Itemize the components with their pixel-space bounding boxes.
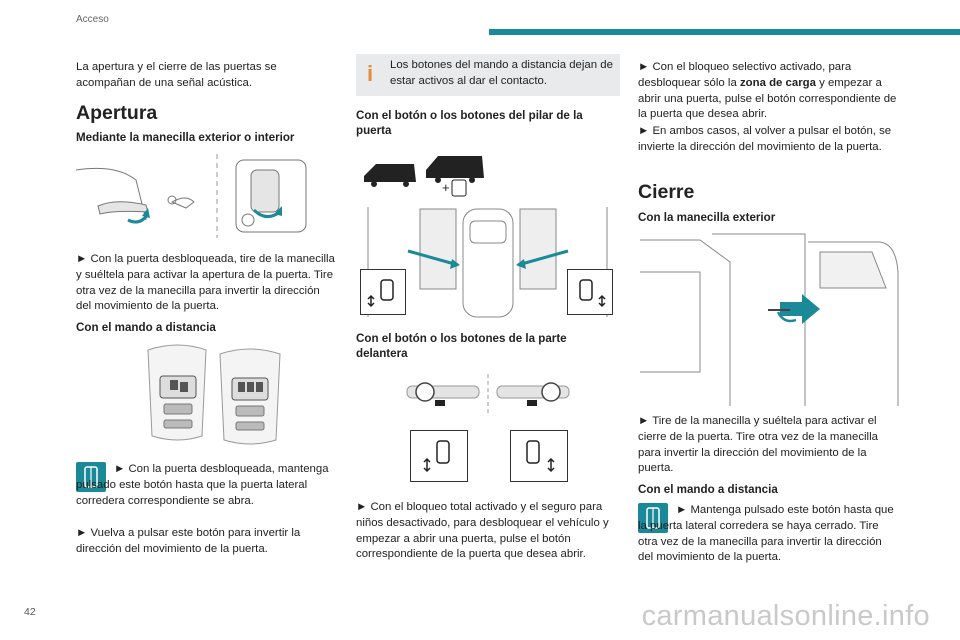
- info-icon: i: [366, 61, 374, 86]
- heading-mando-cierre: Con el mando a distancia: [638, 483, 778, 496]
- info-text-box: Los botones del mando a distancia dejan …: [390, 58, 616, 90]
- door-handle-illustration: [76, 154, 307, 238]
- vans-illustration: +: [364, 156, 484, 197]
- front-right-door-button-icon: [510, 430, 568, 482]
- info-text: Los botones del mando a distancia dejan …: [390, 59, 613, 87]
- heading-manecilla-ext: Con la manecilla exterior: [638, 211, 776, 224]
- heading-delantera: Con el botón o los botones de la parte d…: [356, 332, 567, 360]
- info-box: i Los botones del mando a distancia deja…: [356, 54, 620, 96]
- manecilla-paragraph: ► Con la puerta desbloqueada, tire de la…: [76, 253, 335, 313]
- left-door-button-icon: [360, 269, 406, 315]
- mando-cierre-paragraph: ► Mantenga pulsado este botón hasta que …: [638, 504, 894, 564]
- dashboard-illustration: [406, 374, 570, 414]
- mando-paragraph-2: ► Vuelva a pulsar este botón para invert…: [76, 527, 301, 555]
- mando-paragraph-2-box: ► Vuelva a pulsar este botón para invert…: [76, 526, 338, 558]
- column-1: La apertura y el cierre de las puertas s…: [76, 60, 338, 92]
- selectivo-text-b: y empezar a abrir una puerta, pulse el b…: [638, 76, 897, 121]
- mando-cierre-paragraph-box: ► Mantenga pulsado este botón hasta que …: [638, 503, 900, 566]
- car-top-view-illustration: [367, 207, 608, 318]
- bloqueo-paragraph: ► Con el bloqueo total activado y el seg…: [356, 501, 609, 561]
- heading-cierre: Cierre: [638, 181, 695, 203]
- manecilla-ext-paragraph-box: ► Tire de la manecilla y suéltela para a…: [638, 414, 900, 477]
- mando-paragraph-1: ► Con la puerta desbloqueada, mantenga p…: [76, 463, 329, 507]
- intro-text: La apertura y el cierre de las puertas s…: [76, 61, 277, 89]
- heading-manecilla: Mediante la manecilla exterior o interio…: [76, 131, 295, 144]
- selectivo-paragraph: ► Con el bloqueo selectivo activado, par…: [638, 60, 900, 123]
- ambos-paragraph-box: ► En ambos casos, al volver a pulsar el …: [638, 124, 900, 156]
- mando-paragraph-1-box: ► Con la puerta desbloqueada, mantenga p…: [76, 462, 338, 509]
- heading-apertura: Apertura: [76, 102, 158, 124]
- front-left-door-button-icon: [410, 430, 468, 482]
- section-title: Acceso: [76, 14, 109, 25]
- sliding-door-button-icon: [76, 462, 106, 492]
- page-number: 42: [24, 606, 36, 618]
- closing-door-illustration: [640, 233, 899, 406]
- right-door-button-icon: [567, 269, 613, 315]
- manecilla-paragraph-box: ► Con la puerta desbloqueada, tire de la…: [76, 252, 338, 315]
- bloqueo-paragraph-box: ► Con el bloqueo total activado y el seg…: [356, 500, 620, 563]
- svg-text:+: +: [442, 180, 450, 195]
- heading-pilar: Con el botón o los botones del pilar de …: [356, 109, 583, 137]
- remote-keys-illustration: [147, 344, 281, 445]
- heading-mando: Con el mando a distancia: [76, 321, 216, 334]
- manecilla-ext-paragraph: ► Tire de la manecilla y suéltela para a…: [638, 415, 878, 475]
- watermark: carmanualsonline.info: [641, 600, 930, 632]
- selectivo-paragraph-box: ► Con el bloqueo selectivo activado, par…: [638, 60, 900, 123]
- header-accent-bar: [489, 29, 960, 35]
- selectivo-text-a: ► Con el bloqueo selectivo activado, par…: [638, 61, 852, 89]
- ambos-paragraph: ► En ambos casos, al volver a pulsar el …: [638, 125, 892, 153]
- selectivo-text-bold: zona de carga: [739, 76, 816, 89]
- sliding-door-close-button-icon: [638, 503, 668, 533]
